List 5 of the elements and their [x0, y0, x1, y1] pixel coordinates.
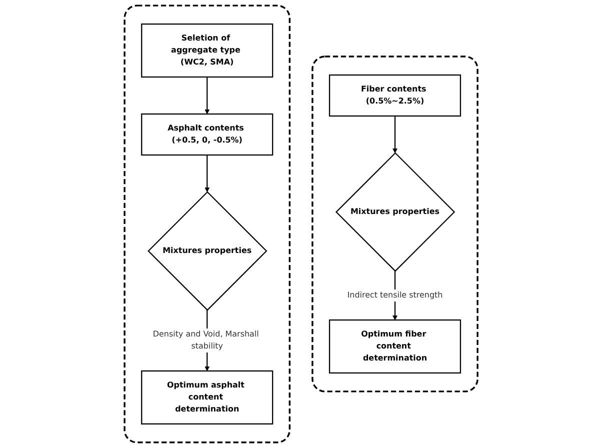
arrow	[392, 116, 398, 154]
cluster	[312, 56, 478, 392]
arrow	[204, 155, 210, 192]
cluster	[124, 4, 290, 444]
arrow	[204, 77, 210, 114]
